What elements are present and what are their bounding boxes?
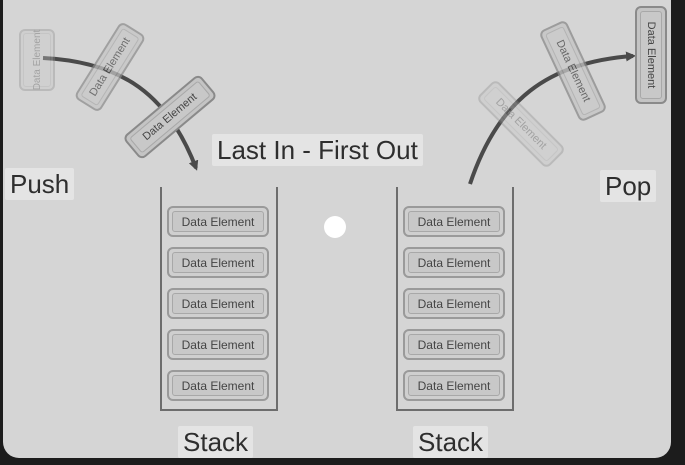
left-stack-container: Data Element Data Element Data Element D… — [160, 187, 278, 411]
right-stack-element-3: Data Element — [403, 288, 505, 319]
push-element-ghost: Data Element — [19, 29, 55, 91]
center-dot — [324, 216, 346, 238]
right-stack-container: Data Element Data Element Data Element D… — [396, 187, 514, 411]
diagram-title: Last In - First Out — [212, 134, 423, 166]
pop-element-top: Data Element — [635, 6, 667, 104]
right-stack-element-5: Data Element — [403, 370, 505, 401]
left-stack-label: Stack — [178, 426, 254, 458]
right-stack-label: Stack — [413, 426, 489, 458]
left-stack-element-2: Data Element — [167, 247, 269, 278]
arrows-layer — [42, 51, 636, 185]
push-label: Push — [5, 168, 75, 200]
left-stack-element-3: Data Element — [167, 288, 269, 319]
left-stack-element-4: Data Element — [167, 329, 269, 360]
left-stack-element-1: Data Element — [167, 206, 269, 237]
right-stack-element-2: Data Element — [403, 247, 505, 278]
diagram-panel: Data Element Data Element Data Element D… — [3, 0, 671, 458]
pop-label: Pop — [600, 170, 657, 202]
left-stack-element-5: Data Element — [167, 370, 269, 401]
pop-arrow — [468, 51, 636, 185]
right-stack-element-1: Data Element — [403, 206, 505, 237]
right-stack-element-4: Data Element — [403, 329, 505, 360]
push-arrow — [42, 56, 199, 171]
